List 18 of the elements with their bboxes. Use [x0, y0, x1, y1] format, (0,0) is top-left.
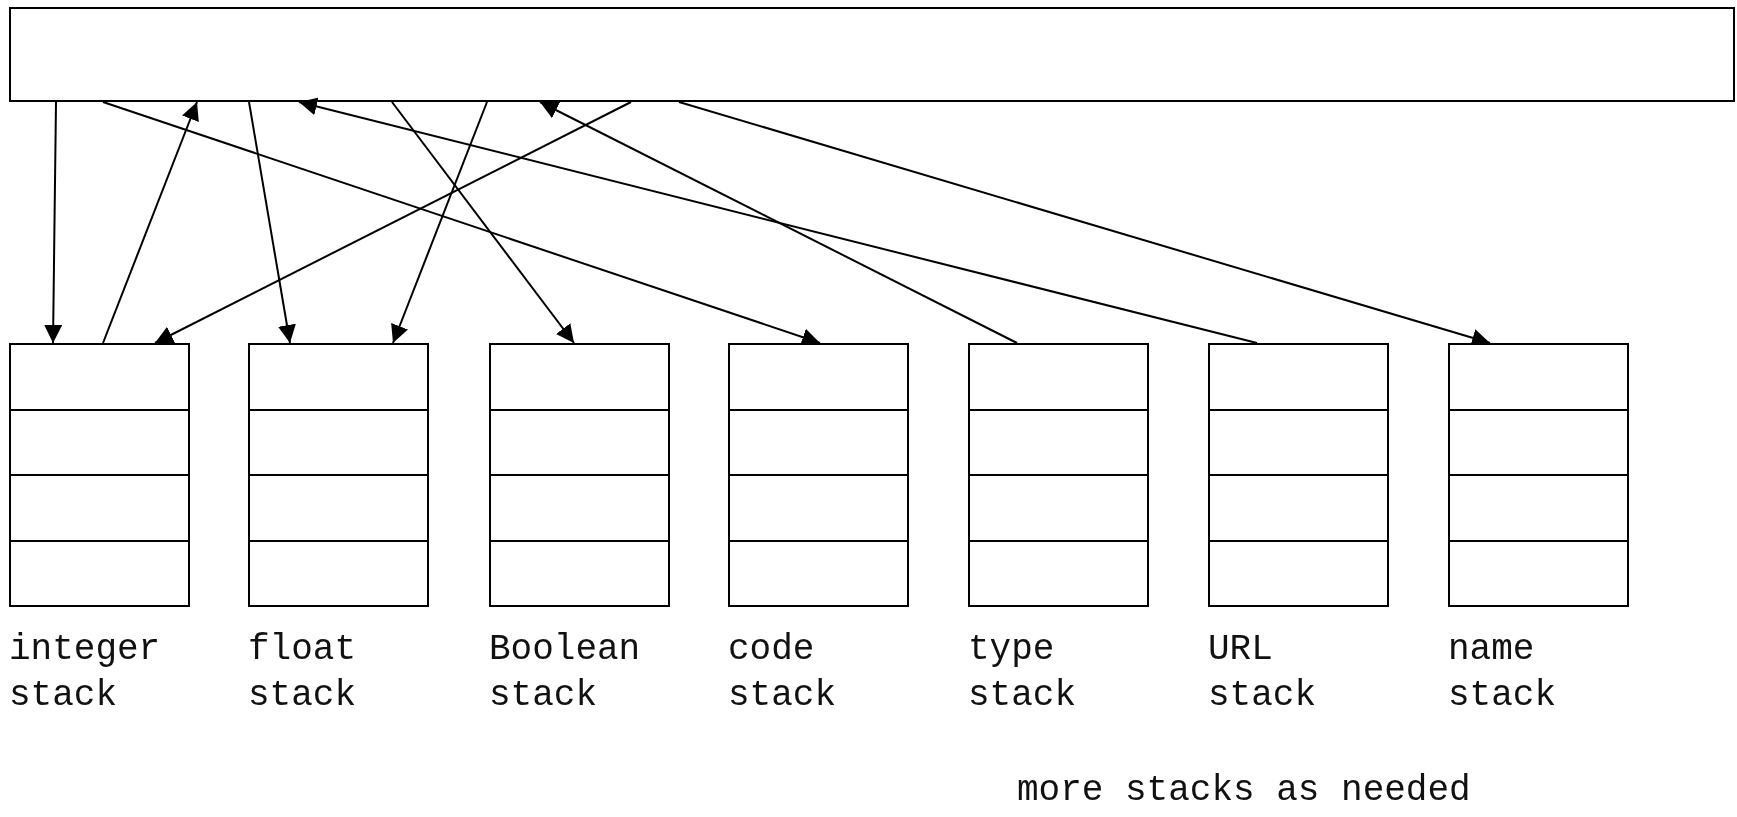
top-box: [9, 7, 1735, 102]
stack-label: name stack: [1448, 628, 1558, 718]
arrow: [391, 101, 575, 344]
stack-label: type stack: [968, 628, 1078, 718]
stack-label: integer stack: [9, 628, 162, 718]
note: more stacks as needed: [1017, 770, 1471, 811]
arrow: [391, 101, 488, 344]
stack-label: float stack: [248, 628, 358, 718]
stack-label: Boolean stack: [489, 628, 642, 718]
arrow: [44, 101, 63, 344]
arrow: [154, 101, 632, 344]
arrow: [102, 101, 821, 346]
stack-label: URL stack: [1208, 628, 1318, 718]
arrow: [248, 101, 296, 344]
arrow: [539, 101, 1018, 344]
stack-label: code stack: [728, 628, 838, 718]
arrow: [298, 97, 1258, 344]
arrow: [102, 101, 199, 344]
